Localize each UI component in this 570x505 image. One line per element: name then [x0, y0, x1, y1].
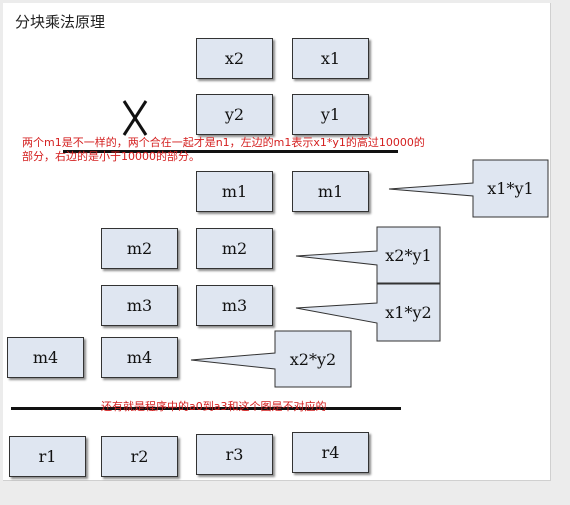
box-m1-left: m1	[196, 171, 273, 212]
multiply-sign-icon	[122, 100, 148, 136]
box-x2: x2	[196, 38, 273, 79]
callout-x1y1-shape	[388, 159, 549, 218]
box-m3-left: m3	[101, 285, 178, 326]
diagram-panel: 分块乘法原理 x2 x1 y2 y1 两个m1是不一样的，两个合在一起才是n1，…	[3, 3, 551, 481]
box-r3: r3	[196, 434, 273, 475]
box-y2: y2	[196, 94, 273, 135]
box-r2: r2	[101, 436, 178, 477]
box-x1: x1	[292, 38, 369, 79]
box-m4-right: m4	[101, 337, 178, 378]
sum-line	[11, 407, 401, 410]
annotation-note-line1: 两个m1是不一样的，两个合在一起才是n1，左边的m1表示x1*y1的高过1000…	[22, 136, 425, 149]
callout-x2y1-shape	[295, 226, 441, 284]
box-r1: r1	[9, 436, 86, 477]
box-m3-right: m3	[196, 285, 273, 326]
box-m4-left: m4	[7, 337, 84, 378]
callout-shapes	[190, 159, 549, 388]
annotation-note-line3: 还有就是程序中的a0到a3和这个图是不对应的	[101, 400, 327, 413]
box-r4: r4	[292, 432, 369, 473]
box-m1-right: m1	[292, 171, 369, 212]
diagram-title: 分块乘法原理	[15, 13, 106, 31]
callout-x1y1-label: x1*y1	[487, 179, 534, 198]
annotation-note-line2: 部分，右边的是小于10000的部分。	[22, 150, 200, 163]
box-m2-right: m2	[196, 228, 273, 269]
callout-x1y2-shape	[295, 283, 441, 342]
multiplication-line	[63, 150, 398, 153]
box-y1: y1	[292, 94, 369, 135]
callout-x2y2-shape	[190, 330, 352, 388]
callout-x2y1-label: x2*y1	[385, 245, 432, 265]
box-m2-left: m2	[101, 228, 178, 269]
callout-x1y2-label: x1*y2	[385, 303, 432, 322]
callout-x2y2-label: x2*y2	[289, 349, 337, 369]
